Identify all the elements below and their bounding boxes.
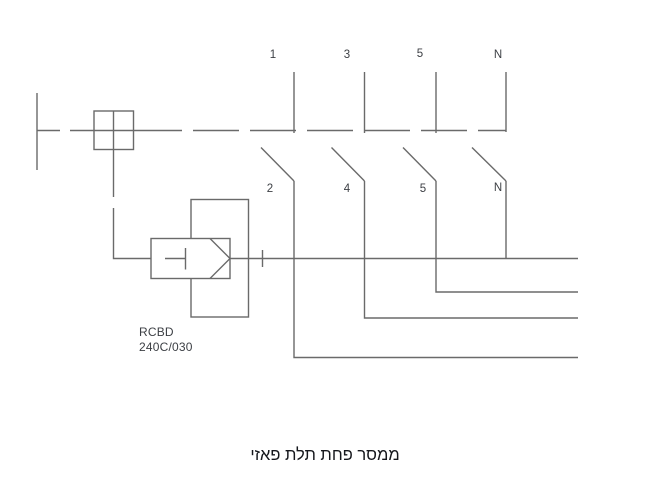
device-name: RCBD: [139, 325, 174, 339]
rcbd-trip-linkage-line: [112, 208, 151, 260]
phase-1-switch-contact: [260, 147, 295, 182]
phase-6-out-conductor: [435, 181, 578, 293]
rcbd-inner-box: [150, 237, 231, 280]
terminal-label-bottom-2: 2: [266, 183, 274, 195]
terminal-label-top-5: 5: [416, 48, 424, 60]
phase-4-out-conductor: [363, 181, 578, 319]
rcbd-test-contact: [165, 248, 187, 270]
terminal-label-top-n: N: [493, 49, 503, 61]
phase-5-switch-contact: [402, 147, 437, 182]
terminal-label-bottom-4: 4: [343, 183, 351, 195]
terminal-label-top-3: 3: [343, 49, 351, 61]
neutral-switch-contact: [471, 147, 507, 182]
terminal-label-top-1: 1: [269, 49, 277, 61]
phase-3-switch-contact: [331, 147, 365, 182]
terminal-label-bottom-n: N: [493, 182, 503, 194]
terminal-label-bottom-5: 5: [419, 183, 427, 195]
phase-2-out-conductor: [293, 181, 578, 359]
rcbd-chevron: [209, 238, 231, 279]
figure-caption: ממסר פחת תלת פאזי: [250, 446, 400, 464]
device-rating: 240C/030: [139, 340, 193, 354]
